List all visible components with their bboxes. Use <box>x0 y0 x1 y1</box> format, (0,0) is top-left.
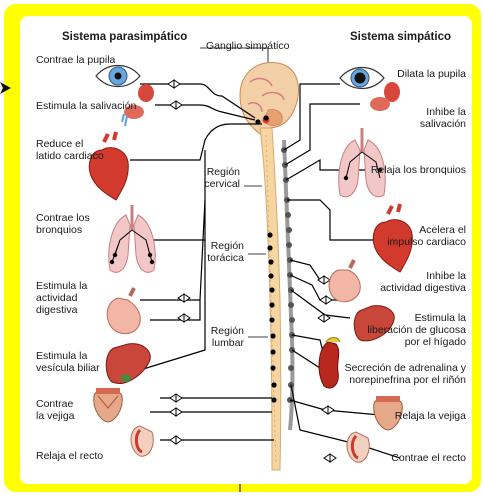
rectum-icon <box>131 426 153 456</box>
sympathetic-effect-label: Relaja la vejiga <box>360 410 466 422</box>
parasympathetic-effect-label: Relaja el recto <box>36 450 103 462</box>
sympathetic-effect-label: Relaja los bronquios <box>360 164 466 176</box>
sympathetic-effect-label: Contrae el recto <box>360 452 466 464</box>
parasympathetic-title: Sistema parasimpático <box>62 31 187 43</box>
sympathetic-effect-label: Dilata la pupila <box>360 68 466 80</box>
parasympathetic-effect-label: Contrae la pupila <box>36 54 115 66</box>
parasympathetic-effect-label: Estimula la salivación <box>36 100 136 112</box>
ganglion-label: Ganglio simpático <box>206 40 289 52</box>
sympathetic-title: Sistema simpático <box>350 31 451 43</box>
